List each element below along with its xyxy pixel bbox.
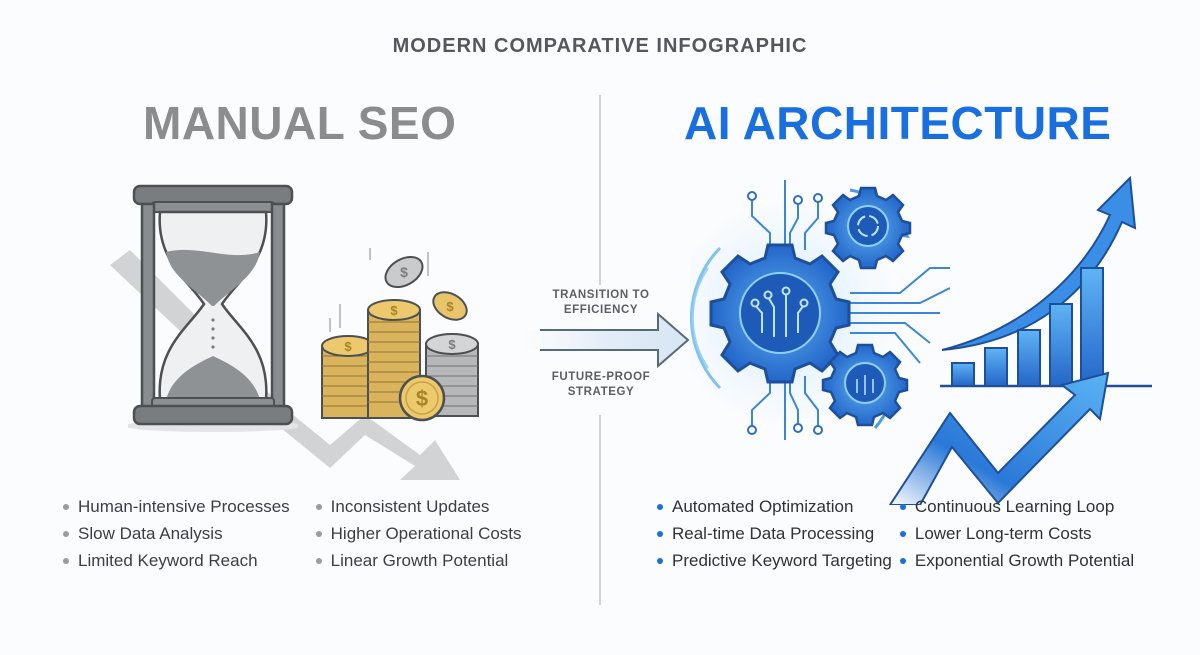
bullet-dot-icon bbox=[657, 503, 663, 510]
svg-text:$: $ bbox=[446, 299, 454, 314]
svg-text:$: $ bbox=[344, 339, 352, 354]
circuit-gears-icon bbox=[690, 178, 950, 448]
bullet-dot-icon bbox=[657, 557, 663, 564]
bullet-item: Slow Data Analysis bbox=[63, 523, 290, 544]
transition-label-top: TRANSITION TO EFFICIENCY bbox=[552, 289, 650, 316]
bullet-dot-icon bbox=[63, 557, 69, 564]
bullet-dot-icon bbox=[899, 503, 906, 510]
bullet-item: Real-time Data Processing bbox=[657, 523, 892, 544]
ai-architecture-bullet-list: Automated Optimization Continuous Learni… bbox=[657, 496, 1134, 571]
svg-text:$: $ bbox=[448, 337, 456, 352]
bullet-item: Predictive Keyword Targeting bbox=[657, 550, 892, 571]
svg-text:$: $ bbox=[400, 264, 408, 280]
manual-seo-title: MANUAL SEO bbox=[143, 97, 457, 149]
uptrend-arrow-icon bbox=[880, 355, 1140, 505]
bullet-dot-icon bbox=[63, 530, 69, 537]
coin-stacks-icon: $ $ $ $ $ $ bbox=[318, 248, 488, 428]
bullet-item: Automated Optimization bbox=[657, 496, 892, 517]
bullet-dot-icon bbox=[315, 503, 322, 510]
bullet-dot-icon bbox=[315, 557, 322, 564]
bullet-item: Human-intensive Processes bbox=[63, 496, 290, 517]
bullet-item: Limited Keyword Reach bbox=[63, 550, 290, 571]
bullet-item: Linear Growth Potential bbox=[315, 550, 522, 571]
right-arrow-icon bbox=[520, 310, 695, 370]
bullet-item: Exponential Growth Potential bbox=[899, 550, 1134, 571]
ai-architecture-title: AI ARCHITECTURE bbox=[684, 97, 1112, 149]
divider-bottom bbox=[599, 415, 601, 605]
downtrend-arrow-icon bbox=[100, 240, 480, 490]
bullet-dot-icon bbox=[899, 557, 906, 564]
bullet-dot-icon bbox=[315, 530, 322, 537]
svg-text:$: $ bbox=[416, 386, 428, 411]
transition-label-bottom: FUTURE-PROOF STRATEGY bbox=[551, 371, 651, 398]
bullet-dot-icon bbox=[899, 530, 906, 537]
bullet-item: Higher Operational Costs bbox=[315, 523, 522, 544]
divider-top bbox=[599, 95, 601, 285]
bar-chart-icon bbox=[930, 170, 1170, 490]
bullet-dot-icon bbox=[657, 530, 663, 537]
bullet-item: Inconsistent Updates bbox=[315, 496, 522, 517]
bullet-dot-icon bbox=[63, 503, 69, 510]
svg-text:$: $ bbox=[390, 303, 398, 318]
page-title: MODERN COMPARATIVE INFOGRAPHIC bbox=[392, 35, 808, 57]
bullet-item: Lower Long-term Costs bbox=[899, 523, 1134, 544]
bullet-item: Continuous Learning Loop bbox=[899, 496, 1134, 517]
manual-seo-bullet-list: Human-intensive Processes Inconsistent U… bbox=[63, 496, 522, 571]
hourglass-icon bbox=[128, 180, 298, 432]
